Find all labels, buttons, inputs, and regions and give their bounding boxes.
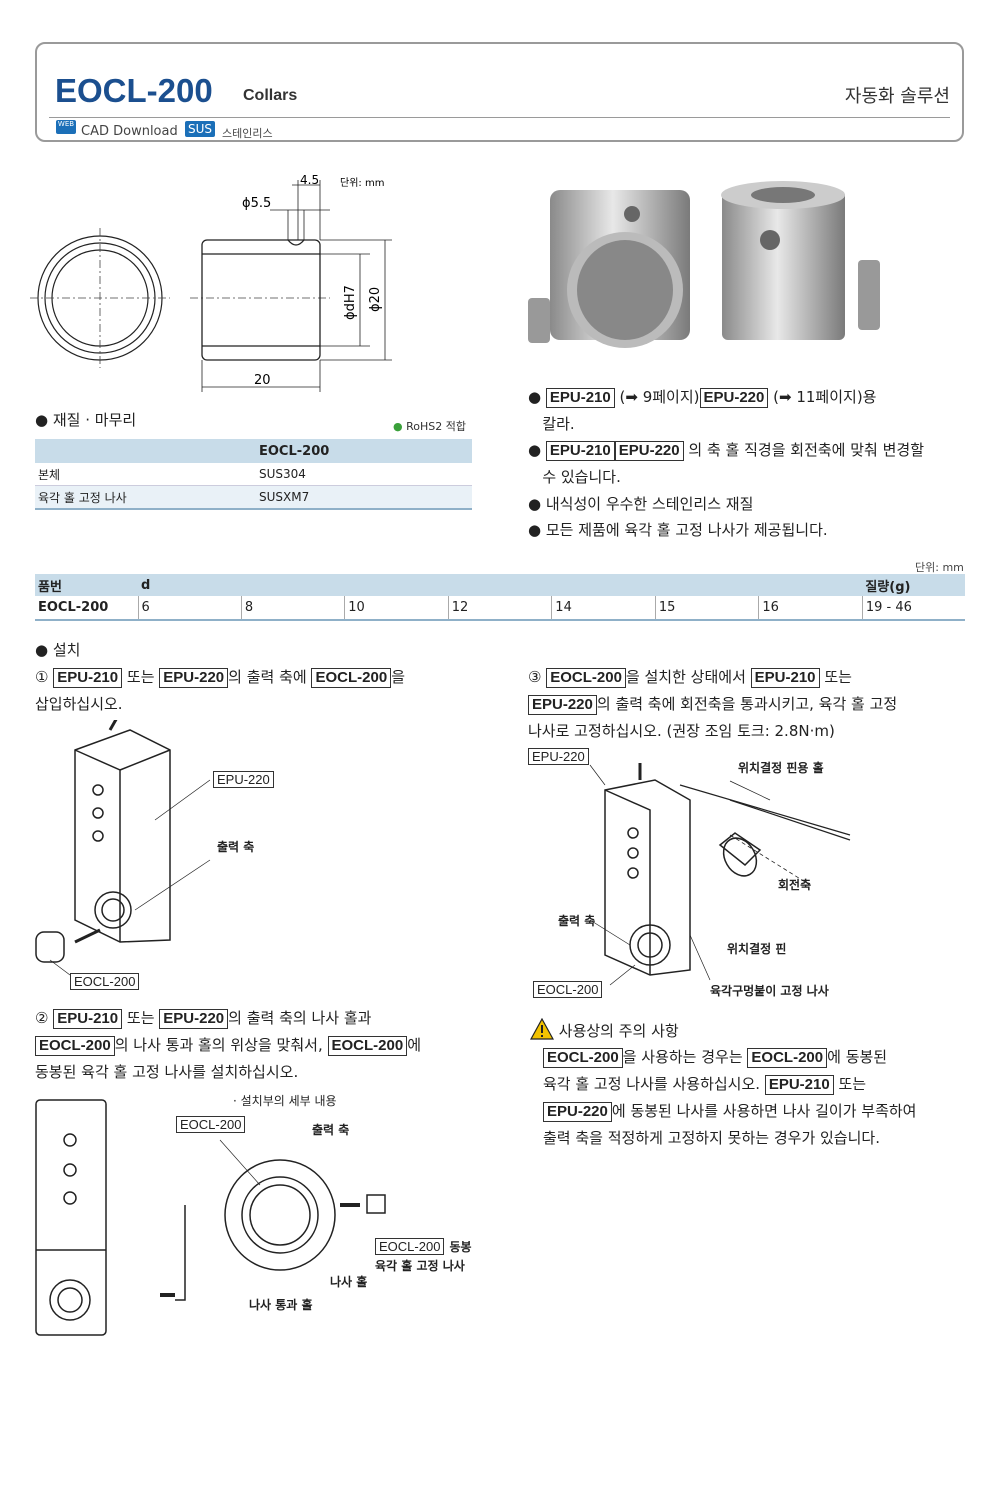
feature-1: ● EPU-210 (➡ 9페이지)EPU-220 (➡ 11페이지)용 칼라.	[528, 388, 877, 433]
spec-d: 10	[344, 596, 449, 621]
sus-badge: SUS	[185, 121, 216, 137]
spec-unit: 단위: mm	[915, 561, 964, 574]
label-screw-hole: 나사 홀	[330, 1275, 368, 1289]
spec-d: 15	[654, 596, 759, 621]
label-output-shaft: 출력 축	[558, 914, 596, 928]
install-heading: ● 설치	[35, 641, 81, 659]
feature-3: ● 내식성이 우수한 스테인리스 재질	[528, 495, 754, 513]
spec-part: EOCL-200	[35, 596, 139, 621]
spec-header-d: d	[138, 574, 863, 596]
label-pin-hole: 위치결정 핀용 홀	[738, 761, 824, 775]
material-col-header: EOCL-200	[256, 439, 472, 463]
header-frame	[35, 42, 964, 142]
label-included-screw: EOCL-200 동봉	[375, 1236, 472, 1255]
spec-header-weight: 질량(g)	[862, 574, 965, 596]
material-badge-label: 스테인리스	[222, 127, 273, 140]
spec-d: 8	[240, 596, 345, 621]
spec-d: 6	[137, 596, 242, 621]
material-heading: ● 재질 · 마무리	[35, 411, 137, 429]
label-epu-220: EPU-220	[213, 771, 274, 788]
spec-header-part: 품번	[35, 574, 139, 596]
label-set-screw: 육각구멍붙이 고정 나사	[710, 984, 829, 998]
detail-caption: · 설치부의 세부 내용	[233, 1094, 337, 1108]
material-value: SUS304	[256, 463, 472, 486]
cad-download-link[interactable]: CAD Download	[81, 124, 178, 139]
material-value: SUSXM7	[256, 485, 472, 510]
product-name: Collars	[243, 87, 298, 104]
spec-weight: 19 - 46	[861, 596, 965, 621]
label-eocl-200: EOCL-200	[70, 973, 140, 990]
warning-icon	[529, 1017, 555, 1040]
step2-illustration	[35, 1099, 386, 1336]
label-output-shaft: 출력 축	[312, 1123, 350, 1137]
material-part: 육각 홀 고정 나사	[35, 485, 256, 510]
unit-label: 단위: mm	[340, 176, 384, 189]
category-label: 자동화 솔루션	[844, 86, 950, 107]
spec-d: 12	[447, 596, 552, 621]
spec-table: 품번 d 질량(g) EOCL-200 6 8 10 12 14 15 16 1…	[35, 574, 965, 621]
technical-drawing: 4.5 단위: mm ϕ5.5 ϕdH7 ϕ20 20	[30, 173, 392, 392]
label-hex-screw: 육각 홀 고정 나사	[375, 1259, 465, 1273]
label-eocl-200: EOCL-200	[176, 1116, 246, 1133]
web-icon[interactable]: WEB	[56, 120, 76, 134]
dim-4-5: 4.5	[300, 173, 319, 187]
caution-heading: 사용상의 주의 사항	[529, 1017, 679, 1045]
spec-d: 16	[758, 596, 863, 621]
rohs-badge: ● RoHS2 적합	[393, 420, 466, 433]
label-rotation-shaft: 회전축	[778, 878, 812, 892]
material-part: 본체	[35, 463, 256, 486]
label-epu-220: EPU-220	[528, 748, 589, 765]
product-photo	[528, 181, 880, 348]
label-positioning-pin: 위치결정 핀	[727, 942, 787, 956]
model-title: EOCL-200	[55, 72, 213, 109]
step1-illustration	[35, 720, 211, 976]
label-through-hole: 나사 통과 홀	[249, 1298, 313, 1312]
dim-d: ϕdH7	[343, 285, 358, 320]
label-eocl-200: EOCL-200	[533, 981, 603, 998]
dim-20-horizontal: 20	[254, 373, 271, 388]
step3-illustration	[589, 763, 851, 986]
spec-d: 14	[551, 596, 656, 621]
dim-20-vertical: ϕ20	[368, 287, 383, 312]
feature-4: ● 모든 제품에 육각 홀 고정 나사가 제공됩니다.	[528, 521, 828, 539]
dim-5-5: ϕ5.5	[242, 196, 271, 211]
label-output-shaft: 출력 축	[217, 840, 255, 854]
